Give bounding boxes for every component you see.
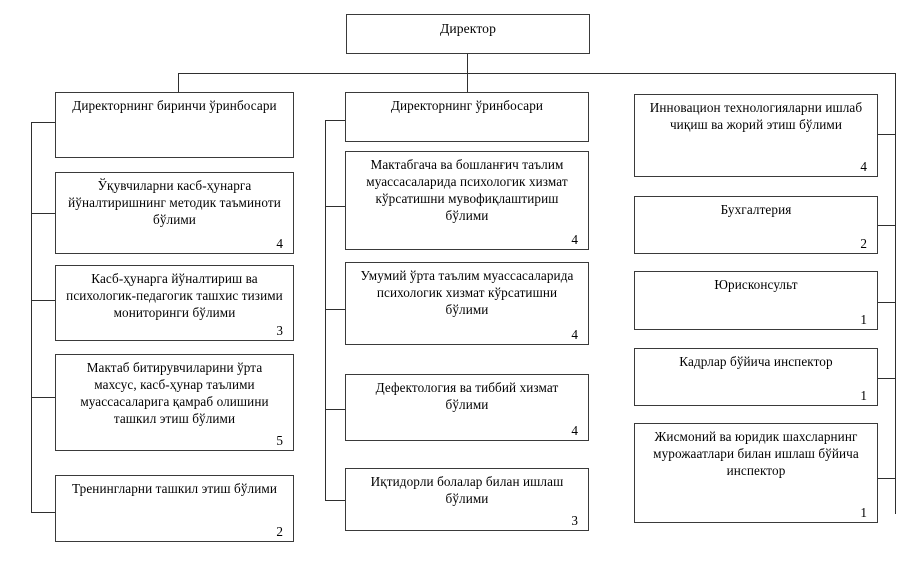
node-appeals-inspector-label: Жисмоний ва юридик шахсларнинг мурожаатл…	[653, 429, 859, 478]
node-first-deputy-label: Директорнинг биринчи ўринбосари	[72, 98, 277, 113]
node-hr-inspector-count: 1	[860, 387, 867, 403]
node-graduate-enrollment-count: 5	[276, 432, 283, 448]
node-gifted-children-label: Иқтидорли болалар билан ишлаш бўлими	[370, 474, 564, 506]
connector-middle-stub-4	[325, 409, 346, 411]
node-defectology-medical[interactable]: Дефектология ва тиббий хизмат бўлими 4	[345, 374, 589, 441]
node-preschool-primary-psych-label: Мактабгача ва бошланғич таълим муассасал…	[366, 157, 568, 223]
node-appeals-inspector[interactable]: Жисмоний ва юридик шахсларнинг мурожаатл…	[634, 423, 878, 523]
node-legal-counsel[interactable]: Юрисконсульт 1	[634, 271, 878, 330]
node-defectology-medical-label: Дефектология ва тиббий хизмат бўлими	[375, 380, 559, 412]
connector-root-stem	[467, 54, 469, 73]
node-appeals-inspector-count: 1	[860, 504, 867, 520]
node-graduate-enrollment-label: Мактаб битирувчиларини ўрта махсус, касб…	[80, 360, 269, 426]
connector-bus-to-middle-column	[467, 73, 469, 92]
connector-right-stub-4	[877, 378, 896, 380]
node-training-organization-count: 2	[276, 523, 283, 539]
node-director[interactable]: Директор	[346, 14, 590, 54]
node-legal-counsel-count: 1	[860, 311, 867, 327]
node-innovative-technologies[interactable]: Инновацион технологияларни ишлаб чиқиш в…	[634, 94, 878, 177]
node-secondary-education-psych-label: Умумий ўрта таълим муассасаларида психол…	[360, 268, 574, 317]
node-accounting-label: Бухгалтерия	[720, 202, 792, 217]
node-hr-inspector[interactable]: Кадрлар бўйича инспектор 1	[634, 348, 878, 406]
node-accounting-count: 2	[860, 235, 867, 251]
connector-middle-stub-3	[325, 309, 346, 311]
node-career-guidance-methodology-count: 4	[276, 235, 283, 251]
node-gifted-children-count: 3	[571, 512, 578, 528]
connector-middle-stub-1	[325, 120, 346, 122]
connector-bus-to-right-spine	[895, 73, 897, 514]
node-career-guidance-methodology[interactable]: Ўқувчиларни касб-ҳунарга йўналтиришнинг …	[55, 172, 294, 254]
node-first-deputy[interactable]: Директорнинг биринчи ўринбосари	[55, 92, 294, 158]
node-psych-pedagogic-monitoring-label: Касб-ҳунарга йўналтириш ва психологик-пе…	[66, 271, 283, 320]
node-psych-pedagogic-monitoring[interactable]: Касб-ҳунарга йўналтириш ва психологик-пе…	[55, 265, 294, 341]
node-gifted-children[interactable]: Иқтидорли болалар билан ишлаш бўлими 3	[345, 468, 589, 531]
connector-middle-stub-2	[325, 206, 346, 208]
connector-left-stub-4	[31, 397, 56, 399]
node-secondary-education-psych-count: 4	[571, 326, 578, 342]
node-director-label: Директор	[440, 21, 496, 36]
node-defectology-medical-count: 4	[571, 422, 578, 438]
node-preschool-primary-psych-count: 4	[571, 231, 578, 247]
connector-right-stub-5	[877, 478, 896, 480]
connector-bus-to-left-column	[178, 73, 180, 92]
connector-middle-stub-5	[325, 500, 346, 502]
node-accounting[interactable]: Бухгалтерия 2	[634, 196, 878, 254]
connector-right-stub-1	[877, 134, 896, 136]
node-training-organization[interactable]: Тренингларни ташкил этиш бўлими 2	[55, 475, 294, 542]
connector-left-spine	[31, 122, 33, 512]
node-training-organization-label: Тренингларни ташкил этиш бўлими	[71, 481, 277, 496]
node-hr-inspector-label: Кадрлар бўйича инспектор	[679, 354, 833, 369]
connector-left-stub-2	[31, 213, 56, 215]
connector-right-stub-2	[877, 225, 896, 227]
connector-left-stub-3	[31, 300, 56, 302]
node-graduate-enrollment[interactable]: Мактаб битирувчиларини ўрта махсус, касб…	[55, 354, 294, 451]
node-preschool-primary-psych[interactable]: Мактабгача ва бошланғич таълим муассасал…	[345, 151, 589, 250]
node-innovative-technologies-label: Инновацион технологияларни ишлаб чиқиш в…	[649, 100, 863, 132]
connector-left-stub-5	[31, 512, 56, 514]
node-innovative-technologies-count: 4	[860, 158, 867, 174]
node-secondary-education-psych[interactable]: Умумий ўрта таълим муассасаларида психол…	[345, 262, 589, 345]
connector-top-bus	[178, 73, 896, 75]
node-legal-counsel-label: Юрисконсульт	[714, 277, 798, 292]
connector-right-stub-3	[877, 302, 896, 304]
node-deputy-director[interactable]: Директорнинг ўринбосари	[345, 92, 589, 142]
node-deputy-director-label: Директорнинг ўринбосари	[390, 98, 544, 113]
connector-left-stub-1	[31, 122, 56, 124]
node-psych-pedagogic-monitoring-count: 3	[276, 322, 283, 338]
node-career-guidance-methodology-label: Ўқувчиларни касб-ҳунарга йўналтиришнинг …	[68, 178, 281, 227]
